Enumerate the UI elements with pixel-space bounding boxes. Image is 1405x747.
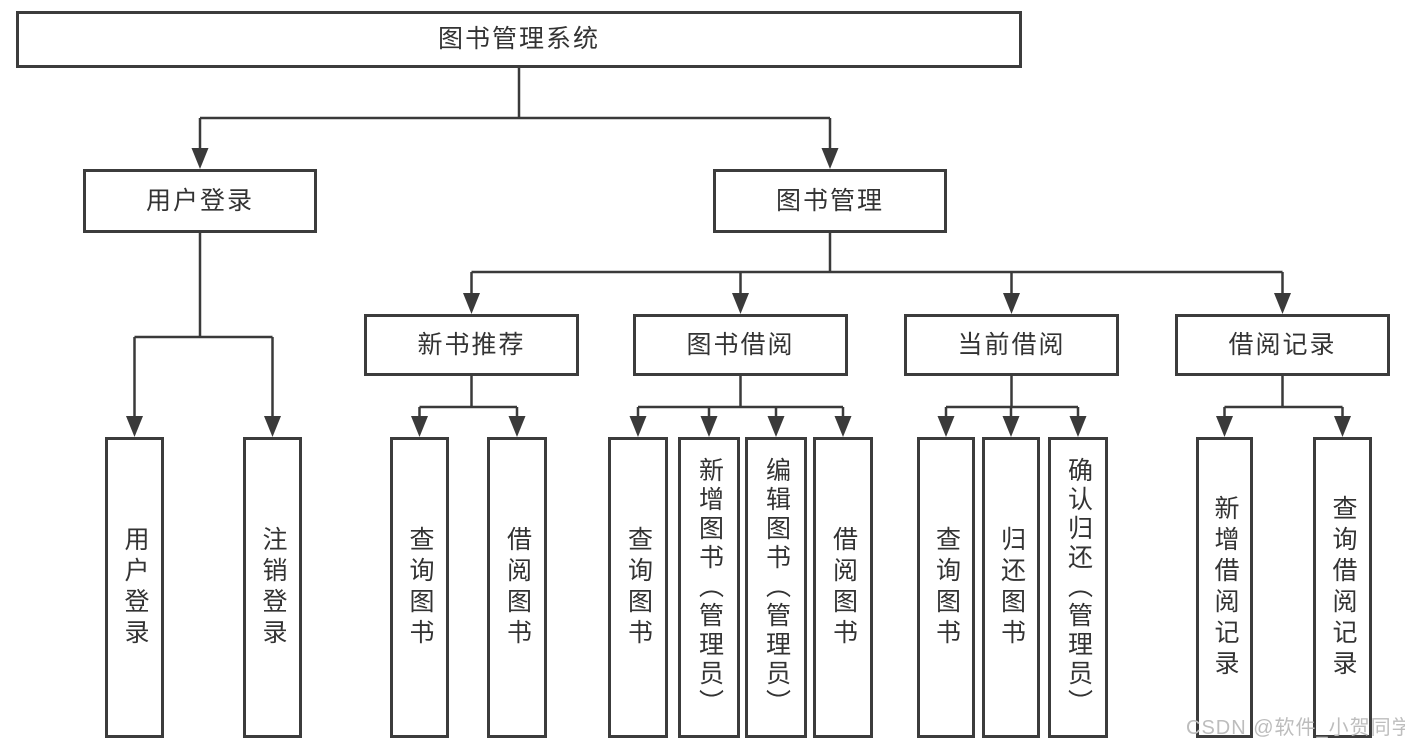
connector-book-management-children bbox=[463, 233, 1291, 314]
leaf-query-books-recommend: 查询图书 bbox=[390, 437, 449, 738]
node-new-book-recommendation: 新书推荐 bbox=[364, 314, 579, 376]
connector-book-borrowing-children bbox=[629, 376, 852, 437]
node-root-library-management-system: 图书管理系统 bbox=[16, 11, 1022, 68]
leaf-edit-book-admin: 编辑图书（管理员） bbox=[745, 437, 807, 738]
leaf-add-book-admin: 新增图书（管理员） bbox=[678, 437, 740, 738]
connector-root-to-level2 bbox=[191, 68, 839, 169]
connector-new-book-recommendation-children bbox=[411, 376, 526, 437]
leaf-user-login: 用户登录 bbox=[105, 437, 164, 738]
leaf-confirm-return-admin: 确认归还（管理员） bbox=[1048, 437, 1108, 738]
node-book-borrowing: 图书借阅 bbox=[633, 314, 848, 376]
node-user-login: 用户登录 bbox=[83, 169, 317, 233]
leaf-logout: 注销登录 bbox=[243, 437, 302, 738]
leaf-query-books-borrowing: 查询图书 bbox=[608, 437, 668, 738]
connector-borrowing-records-children bbox=[1216, 376, 1351, 437]
connector-current-borrowing-children bbox=[937, 376, 1087, 437]
leaf-return-book: 归还图书 bbox=[982, 437, 1040, 738]
node-borrowing-records: 借阅记录 bbox=[1175, 314, 1390, 376]
leaf-add-borrow-record: 新增借阅记录 bbox=[1196, 437, 1253, 738]
leaf-borrow-books-recommend: 借阅图书 bbox=[487, 437, 547, 738]
connector-user-login-children bbox=[126, 233, 281, 437]
leaf-query-books-current: 查询图书 bbox=[917, 437, 975, 738]
watermark-text: CSDN @软件_小贺同学 bbox=[1186, 717, 1405, 739]
leaf-query-borrow-record: 查询借阅记录 bbox=[1313, 437, 1372, 738]
leaf-borrow-books-borrowing: 借阅图书 bbox=[813, 437, 873, 738]
node-current-borrowing: 当前借阅 bbox=[904, 314, 1119, 376]
node-book-management: 图书管理 bbox=[713, 169, 947, 233]
